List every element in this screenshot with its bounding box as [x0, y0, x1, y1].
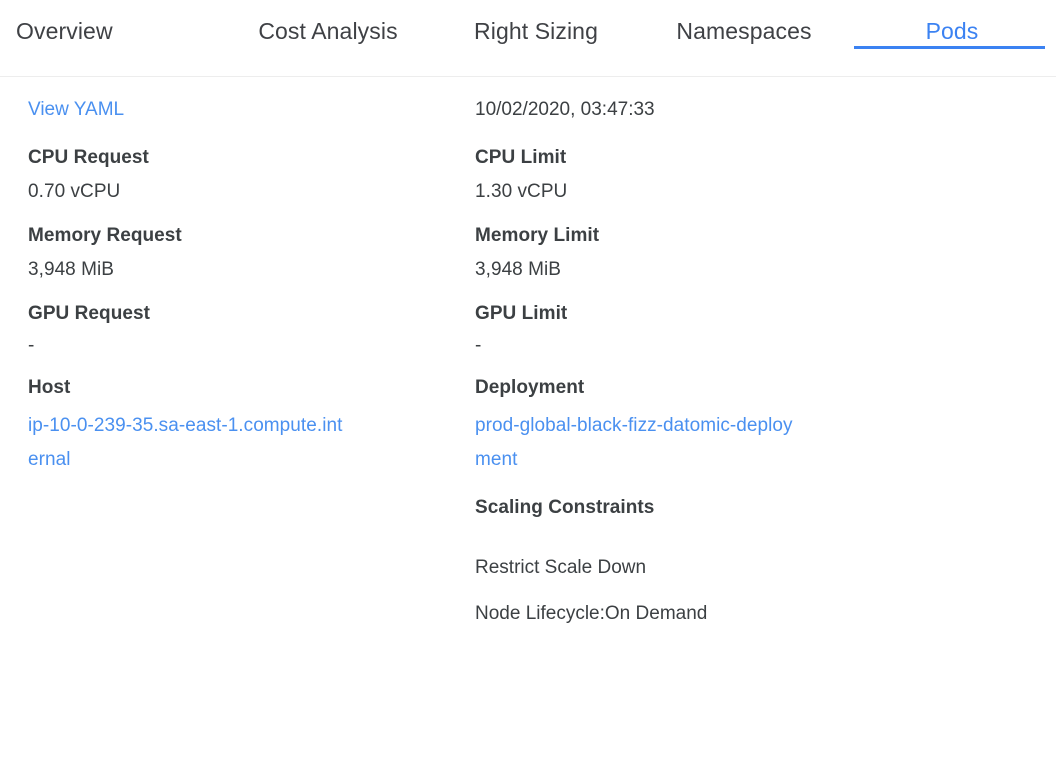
scaling-constraints-label: Scaling Constraints: [475, 497, 655, 518]
tab-cost-analysis-label: Cost Analysis: [258, 18, 398, 44]
memory-request-label: Memory Request: [28, 225, 182, 246]
field-cpu-limit: CPU Limit 1.30 vCPU: [475, 145, 1056, 205]
gpu-request-value: -: [28, 335, 35, 356]
gpu-request-label: GPU Request: [28, 303, 150, 324]
field-deployment: Deployment prod-global-black-fizz-datomi…: [475, 375, 1056, 477]
pod-details-panel: View YAML CPU Request 0.70 vCPU Memory R…: [0, 77, 1056, 645]
cpu-limit-label: CPU Limit: [475, 147, 567, 168]
spacer: [475, 529, 1056, 555]
detail-columns: View YAML CPU Request 0.70 vCPU Memory R…: [0, 77, 1056, 645]
detail-column-left: View YAML CPU Request 0.70 vCPU Memory R…: [0, 77, 465, 495]
timestamp-value: 10/02/2020, 03:47:33: [475, 99, 655, 120]
host-label: Host: [28, 377, 71, 398]
cpu-request-label: CPU Request: [28, 147, 149, 168]
tab-pods-label: Pods: [925, 18, 979, 44]
scaling-constraint-restrict-scale-down: Restrict Scale Down: [475, 557, 647, 578]
field-timestamp: 10/02/2020, 03:47:33: [475, 97, 1056, 123]
tab-bar: Overview Cost Analysis Right Sizing Name…: [0, 0, 1056, 77]
cpu-request-value: 0.70 vCPU: [28, 181, 121, 202]
view-yaml-link[interactable]: View YAML: [28, 99, 125, 120]
host-link[interactable]: ip-10-0-239-35.sa-east-1.compute.interna…: [28, 415, 343, 470]
field-cpu-request: CPU Request 0.70 vCPU: [28, 145, 465, 205]
tab-overview-label: Overview: [16, 18, 113, 44]
gpu-limit-label: GPU Limit: [475, 303, 568, 324]
field-memory-request: Memory Request 3,948 MiB: [28, 223, 465, 283]
tab-namespaces[interactable]: Namespaces: [640, 0, 848, 45]
memory-limit-value: 3,948 MiB: [475, 259, 561, 280]
tab-cost-analysis[interactable]: Cost Analysis: [224, 0, 432, 45]
deployment-label: Deployment: [475, 377, 585, 398]
field-host: Host ip-10-0-239-35.sa-east-1.compute.in…: [28, 375, 465, 477]
field-view-yaml: View YAML: [28, 97, 465, 123]
tab-pods[interactable]: Pods: [848, 0, 1056, 49]
tab-active-underline: [854, 46, 1045, 49]
detail-column-right: 10/02/2020, 03:47:33 CPU Limit 1.30 vCPU…: [465, 77, 1056, 645]
field-gpu-request: GPU Request -: [28, 301, 465, 357]
tab-overview[interactable]: Overview: [0, 0, 224, 45]
memory-request-value: 3,948 MiB: [28, 259, 114, 280]
field-memory-limit: Memory Limit 3,948 MiB: [475, 223, 1056, 283]
field-scaling-constraints: Scaling Constraints Restrict Scale Down …: [475, 495, 1056, 627]
tab-right-sizing-label: Right Sizing: [474, 18, 598, 44]
tab-namespaces-label: Namespaces: [676, 18, 812, 44]
gpu-limit-value: -: [475, 335, 482, 356]
field-gpu-limit: GPU Limit -: [475, 301, 1056, 357]
cpu-limit-value: 1.30 vCPU: [475, 181, 568, 202]
memory-limit-label: Memory Limit: [475, 225, 600, 246]
deployment-link[interactable]: prod-global-black-fizz-datomic-deploymen…: [475, 415, 793, 470]
tab-right-sizing[interactable]: Right Sizing: [432, 0, 640, 45]
scaling-constraint-node-lifecycle: Node Lifecycle:On Demand: [475, 603, 708, 624]
